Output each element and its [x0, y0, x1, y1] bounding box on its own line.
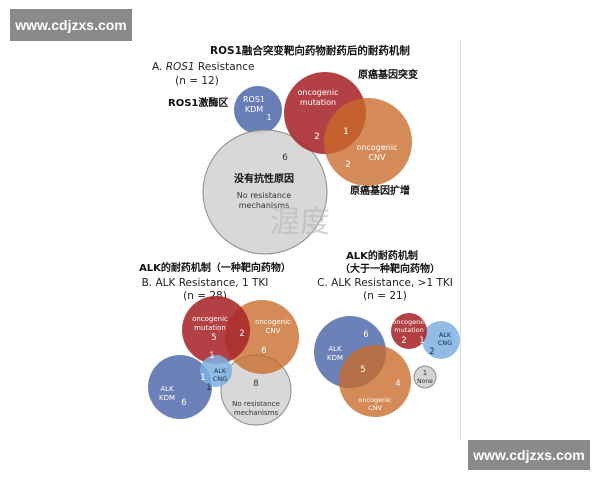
a-callout-cnv: 原癌基因扩增	[350, 184, 410, 197]
a-no-resistance-label-1: No resistance	[237, 191, 292, 200]
b-mutation-label-1: oncogenic	[192, 315, 228, 323]
b-cnv-count: 6	[261, 346, 266, 356]
a-mutation-count: 2	[314, 132, 320, 142]
a-mutation-label-2: mutation	[300, 98, 336, 107]
c-none-circle	[413, 365, 437, 389]
c-kdm-mutation-overlap-count: 1	[386, 337, 391, 347]
c-alk-kdm-count: 6	[363, 330, 368, 340]
panel-a-title: A. ROS1 Resistance	[152, 61, 255, 73]
b-alk-kdm-label-2: KDM	[159, 394, 175, 402]
c-mutation-count: 2	[401, 336, 406, 346]
a-mutation-label-1: oncogenic	[298, 88, 339, 97]
panel-b-title: B. ALK Resistance, 1 TKI	[142, 277, 269, 289]
c-mutation-label-1: oncogenic	[392, 318, 426, 326]
c-cnv-label-1: oncogenic	[358, 396, 392, 404]
a-mutation-cnv-overlap-count: 1	[343, 127, 349, 137]
c-mutation-label-2: mutation	[394, 326, 423, 334]
panel-c-n: (n = 21)	[363, 290, 407, 302]
c-oncogenic-mutation-circle	[391, 313, 427, 349]
watermark-top: www.cdjzxs.com	[10, 9, 132, 41]
b-cnv-label-1: oncogenic	[255, 318, 291, 326]
b-mutation-alkcng-overlap-count: 1	[209, 351, 214, 361]
b-kdm-alkcng-overlap-count: 1	[200, 373, 205, 383]
a-oncogenic-cnv-circle	[324, 98, 412, 186]
panel-c: ALK的耐药机制 （大于一种靶向药物） C. ALK Resistance, >…	[314, 249, 460, 417]
c-alk-cng-count: 2	[429, 347, 434, 357]
b-alk-cng-label-2: CNG	[213, 375, 227, 383]
b-no-resistance-label-1: No resistance	[232, 400, 280, 408]
panel-b: ALK的耐药机制（一种靶向药物） B. ALK Resistance, 1 TK…	[139, 261, 299, 426]
a-no-resistance-label-2: mechanisms	[239, 201, 290, 210]
a-ros1-kdm-label-2: KDM	[245, 105, 263, 114]
c-alk-kdm-label-2: KDM	[327, 354, 343, 362]
b-no-resistance-label-2: mechanisms	[234, 409, 279, 417]
b-alk-cng-circle	[200, 355, 232, 387]
panel-b-title-cn: ALK的耐药机制（一种靶向药物）	[139, 261, 291, 274]
panel-a-title-cn: ROS1融合突变靶向药物耐药后的耐药机制	[210, 44, 410, 57]
b-alk-kdm-label-1: ALK	[160, 385, 174, 393]
divider-line	[460, 40, 461, 440]
c-alk-cng-label-1: ALK	[439, 331, 452, 339]
panel-c-title: C. ALK Resistance, >1 TKI	[317, 277, 453, 289]
panel-a-n: (n = 12)	[175, 75, 219, 87]
b-mutation-label-2: mutation	[194, 324, 226, 332]
a-cnv-label-2: CNV	[368, 153, 386, 162]
a-cnv-count: 2	[345, 160, 351, 170]
c-cnv-label-2: CNV	[368, 404, 382, 412]
watermark-bottom: www.cdjzxs.com	[468, 440, 590, 470]
a-callout-mutation: 原癌基因突变	[358, 68, 418, 81]
b-mutation-count: 5	[211, 333, 216, 343]
c-none-count: 1	[423, 369, 427, 377]
c-oncogenic-cnv-circle	[339, 345, 411, 417]
c-mutation-alkcng-overlap-count: 1	[419, 336, 424, 346]
panel-c-title-cn-2: （大于一种靶向药物）	[340, 262, 440, 275]
b-mutation-cnv-overlap-count: 2	[239, 329, 244, 339]
a-callout-ros1-kdm: ROS1激酶区	[168, 96, 228, 109]
c-kdm-cnv-overlap-count: 5	[360, 365, 365, 375]
a-cnv-label-1: oncogenic	[357, 143, 398, 152]
c-alk-cng-circle	[422, 321, 460, 359]
c-none-label: None	[417, 378, 433, 385]
a-no-resistance-circle	[202, 129, 328, 255]
a-ros1-kdm-circle	[234, 86, 282, 134]
b-oncogenic-mutation-circle	[182, 296, 250, 364]
center-watermark: 渥度	[270, 205, 330, 240]
c-alk-cng-label-2: CNG	[438, 339, 452, 347]
c-cnv-count: 4	[395, 379, 400, 389]
b-alk-cng-label-1: ALK	[214, 367, 227, 375]
a-callout-none: 没有抗性原因	[234, 172, 294, 185]
a-ros1-kdm-count: 1	[266, 113, 271, 122]
panel-a: ROS1融合突变靶向药物耐药后的耐药机制 A. ROS1 Resistance …	[152, 44, 418, 255]
b-alk-kdm-count: 6	[181, 398, 186, 408]
b-alk-cng-count: 1	[206, 383, 211, 393]
panel-c-title-cn-1: ALK的耐药机制	[346, 249, 418, 262]
a-no-resistance-count: 6	[282, 153, 288, 163]
a-ros1-kdm-label-1: ROS1	[243, 95, 265, 104]
b-cnv-label-2: CNV	[266, 327, 281, 335]
c-alk-kdm-label-1: ALK	[328, 345, 342, 353]
b-alk-kdm-circle	[148, 355, 212, 419]
b-no-resistance-count: 8	[253, 379, 258, 389]
